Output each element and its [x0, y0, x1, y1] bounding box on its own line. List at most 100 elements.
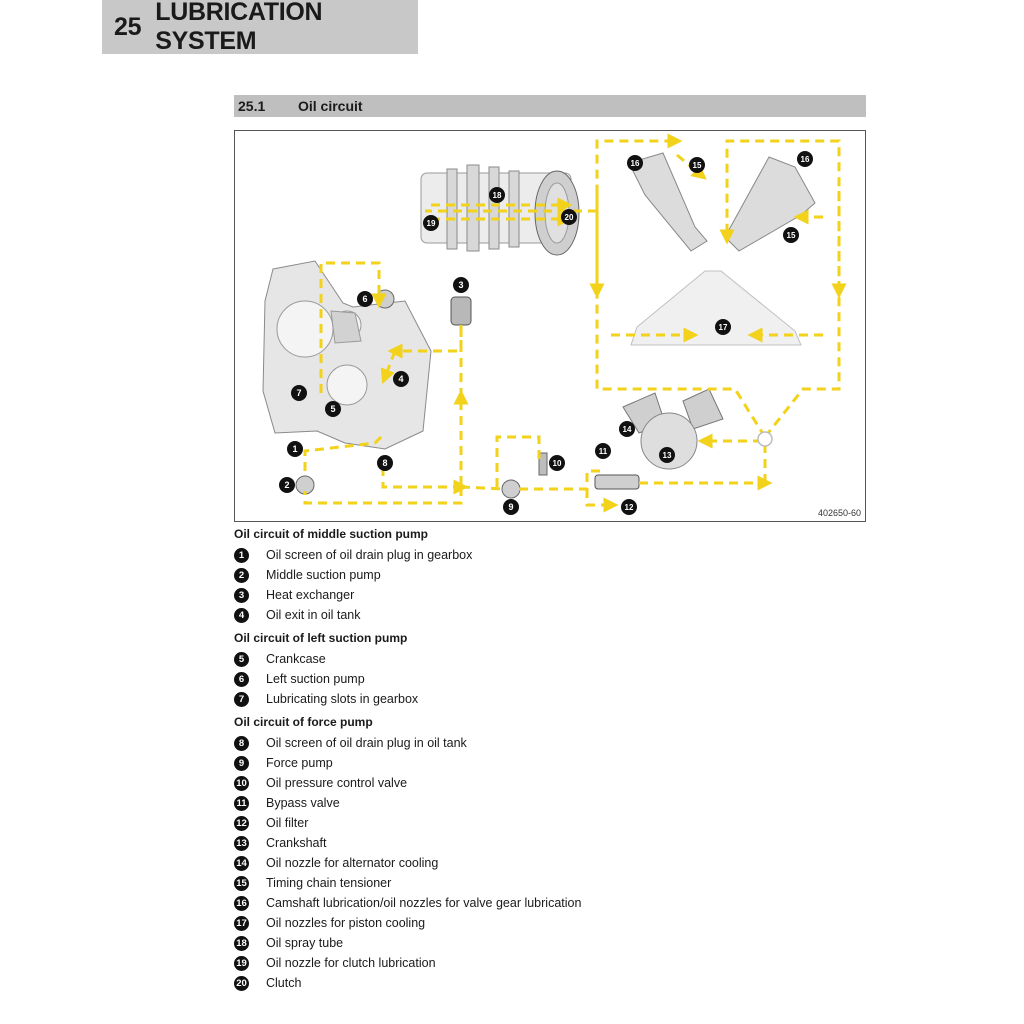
list-item-label: Lubricating slots in gearbox [266, 692, 419, 706]
list-item-label: Oil pressure control valve [266, 776, 408, 790]
chapter-title: LUBRICATION SYSTEM [155, 0, 323, 55]
callout-8: 8 [377, 455, 393, 471]
callout-9: 9 [503, 499, 519, 515]
section-number: 25.1 [238, 98, 266, 114]
list-item-label: Oil spray tube [266, 936, 344, 950]
svg-text:4: 4 [398, 374, 403, 384]
svg-text:14: 14 [623, 425, 632, 434]
number-badge: 14 [234, 855, 249, 871]
callout-19: 19 [423, 215, 439, 231]
list-item: 6 Left suction pump [234, 669, 874, 689]
junction-marker [757, 431, 773, 447]
list-item-label: Oil nozzles for piston cooling [266, 916, 426, 930]
callout-14: 14 [619, 421, 635, 437]
svg-text:16: 16 [631, 159, 640, 168]
svg-text:9: 9 [508, 502, 513, 512]
svg-text:1: 1 [292, 444, 297, 454]
number-badge: 17 [234, 915, 249, 931]
list-item-label: Oil nozzle for alternator cooling [266, 856, 439, 870]
list-item: 9 Force pump [234, 753, 874, 773]
callout-16a: 16 [627, 155, 643, 171]
callout-10: 10 [549, 455, 565, 471]
list-item: 10 Oil pressure control valve [234, 773, 874, 793]
legend-group-middle-suction: Oil circuit of middle suction pump 1 Oil … [234, 527, 874, 625]
number-badge: 19 [234, 955, 249, 971]
svg-text:5: 5 [330, 404, 335, 414]
list-item-label: Timing chain tensioner [266, 876, 392, 890]
list-item-label: Middle suction pump [266, 568, 381, 582]
number-badge: 8 [234, 735, 249, 751]
list-item-label: Oil screen of oil drain plug in gearbox [266, 548, 473, 562]
number-badge: 9 [234, 755, 249, 771]
svg-text:11: 11 [599, 447, 608, 456]
number-badge: 13 [234, 835, 249, 851]
svg-text:17: 17 [719, 323, 728, 332]
list-item: 13 Crankshaft [234, 833, 874, 853]
number-badge: 3 [234, 587, 249, 603]
callout-13: 13 [659, 447, 675, 463]
section-bar: 25.1 Oil circuit [234, 95, 866, 117]
svg-text:8: 8 [382, 458, 387, 468]
svg-text:2: 2 [284, 480, 289, 490]
number-badge: 11 [234, 795, 249, 811]
number-badge: 4 [234, 607, 249, 623]
callout-7: 7 [291, 385, 307, 401]
callout-6: 6 [357, 291, 373, 307]
legend-group-title: Oil circuit of middle suction pump [234, 527, 429, 541]
callout-12: 12 [621, 499, 637, 515]
svg-text:19: 19 [427, 219, 436, 228]
callout-16b: 16 [797, 151, 813, 167]
svg-text:10: 10 [553, 459, 562, 468]
figure-id: 402650-60 [817, 508, 861, 518]
callout-20: 20 [561, 209, 577, 225]
svg-text:20: 20 [565, 213, 574, 222]
list-item-label: Left suction pump [266, 672, 365, 686]
list-item: 14 Oil nozzle for alternator cooling [234, 853, 874, 873]
svg-text:7: 7 [296, 388, 301, 398]
callout-3: 3 [453, 277, 469, 293]
svg-text:18: 18 [493, 191, 502, 200]
list-item: 3 Heat exchanger [234, 585, 874, 605]
list-item: 11 Bypass valve [234, 793, 874, 813]
callout-17: 17 [715, 319, 731, 335]
chapter-number: 25 [114, 12, 142, 41]
number-badge: 5 [234, 651, 249, 667]
list-item-label: Force pump [266, 756, 333, 770]
number-badge: 1 [234, 547, 249, 563]
svg-text:3: 3 [458, 280, 463, 290]
list-item-label: Crankshaft [266, 836, 327, 850]
callout-18: 18 [489, 187, 505, 203]
oil-circuit-diagram: 1 2 3 4 5 6 7 8 9 10 11 12 13 14 15 15 1… [262, 133, 847, 515]
list-item: 17 Oil nozzles for piston cooling [234, 913, 874, 933]
number-badge: 6 [234, 671, 249, 687]
oil-circuit-figure: 1 2 3 4 5 6 7 8 9 10 11 12 13 14 15 15 1… [234, 130, 866, 522]
legend-group-title: Oil circuit of left suction pump [234, 631, 408, 645]
svg-text:13: 13 [663, 451, 672, 460]
list-item-label: Oil screen of oil drain plug in oil tank [266, 736, 467, 750]
callout-1: 1 [287, 441, 303, 457]
list-item-label: Heat exchanger [266, 588, 355, 602]
svg-text:16: 16 [801, 155, 810, 164]
callout-11: 11 [595, 443, 611, 459]
list-item-label: Clutch [266, 976, 302, 990]
callout-5: 5 [325, 401, 341, 417]
list-item-label: Bypass valve [266, 796, 340, 810]
callout-15b: 15 [783, 227, 799, 243]
list-item-label: Oil filter [266, 816, 309, 830]
svg-text:6: 6 [362, 294, 367, 304]
callout-15a: 15 [689, 157, 705, 173]
list-item: 8 Oil screen of oil drain plug in oil tan… [234, 733, 874, 753]
legend-group-title: Oil circuit of force pump [234, 715, 373, 729]
svg-text:15: 15 [693, 161, 702, 170]
number-badge: 10 [234, 775, 249, 791]
